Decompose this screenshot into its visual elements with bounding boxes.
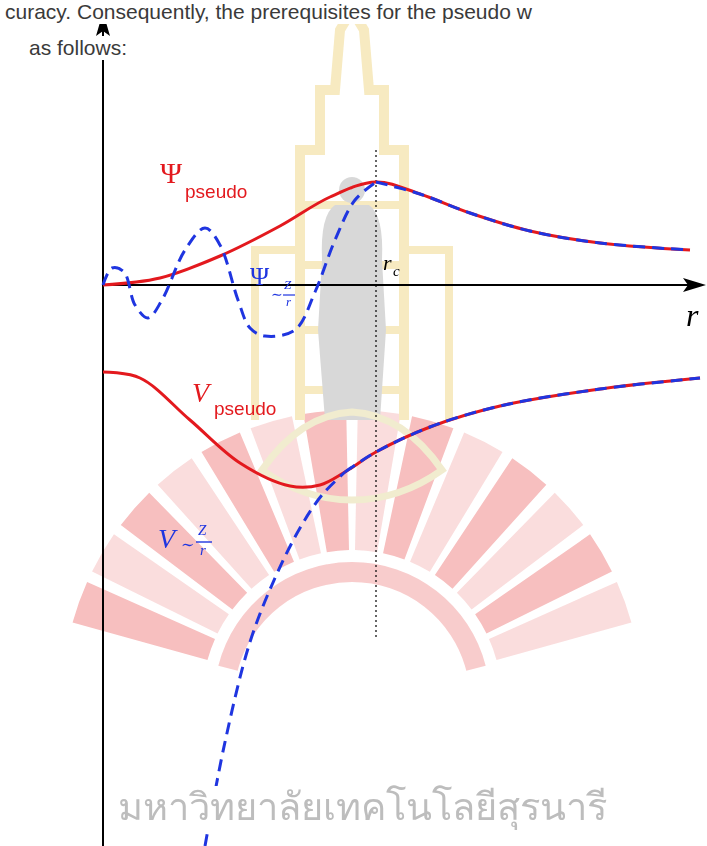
axis-subscript: c [393,263,400,280]
emblem-ray [489,582,631,660]
axis-symbol: r [383,250,392,275]
curve-subscript: Z [284,278,291,293]
curve-symbol: Ψ [250,262,269,292]
curve-symbol: V [158,523,175,555]
axis-label: r [686,297,698,334]
emblem-wings [255,205,449,420]
curve-symbol: V [192,377,209,409]
body-text: as follows: [26,36,130,60]
x-axis-arrow [683,278,706,292]
axes [96,12,706,846]
coulomb-potential-tail [345,378,700,472]
curve-symbol: Ψ [160,156,182,191]
x-axis [103,284,690,286]
curve-subscript: ∼ [271,287,283,303]
curves [103,182,700,846]
pseudo-potential [103,372,700,487]
watermark-text: มหาวิทยาลัยเทคโนโลยีสุรนารี [115,786,610,830]
watermark-emblem [73,10,632,671]
curve-subscript: r [200,542,206,559]
all-electron-wavefunction-tail [376,182,690,250]
curve-subscript: r [286,295,291,310]
curve-subscript: ∼ [181,536,194,554]
curve-subscript: pseudo [214,398,276,420]
all-electron-wavefunction [103,182,376,336]
curve-subscript: pseudo [185,181,247,203]
emblem-tower [300,10,404,420]
y-axis [102,30,104,846]
body-text: curacy. Consequently, the prerequisites … [2,0,535,24]
curve-subscript: Z [198,522,206,539]
emblem-statue [318,205,386,420]
pseudo-wavefunction [103,182,690,285]
cutoff-line [375,150,376,640]
